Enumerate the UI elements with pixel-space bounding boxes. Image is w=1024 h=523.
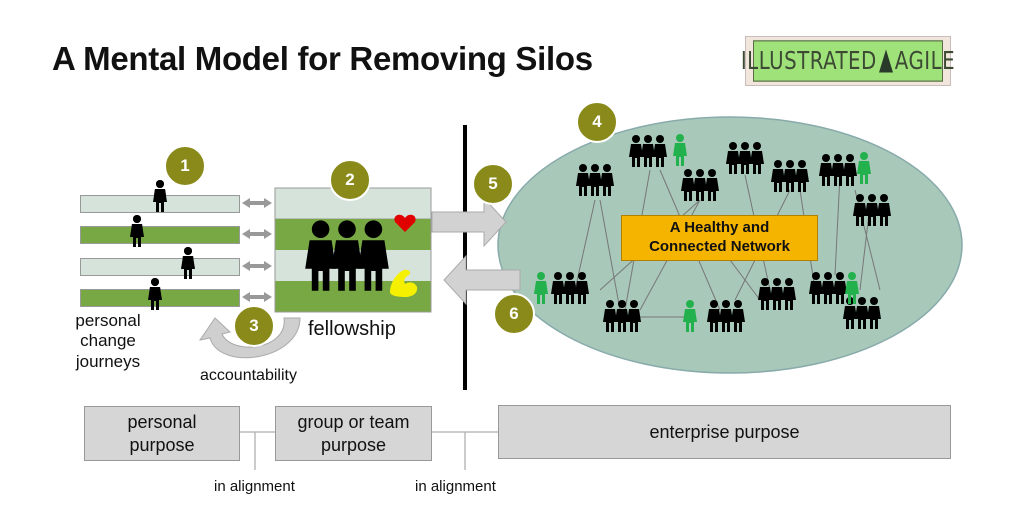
badge-1: 1: [164, 145, 206, 187]
arrow-outward: [431, 196, 507, 248]
tree-icon: [878, 49, 893, 73]
lane-connectors: [242, 198, 272, 302]
journey-lane-4: [80, 289, 240, 307]
journeys-label-line: personal: [75, 311, 141, 330]
badge-3: 3: [233, 305, 275, 347]
alignment-connectors: [240, 431, 500, 470]
journeys-label: personal change journeys: [68, 311, 148, 372]
enterprise-purpose-box: enterprise purpose: [498, 405, 951, 459]
network-label: A Healthy and Connected Network: [621, 215, 818, 261]
journey-lane-1: [80, 195, 240, 213]
box-line: personal: [127, 412, 197, 432]
journey-lane-3: [80, 258, 240, 276]
network-label-line2: Connected Network: [649, 238, 790, 255]
fellowship-label: fellowship: [308, 318, 396, 340]
accountability-arrow: [198, 317, 301, 359]
heart-icon: [394, 214, 416, 232]
illustrated-agile-logo: ILLUSTRATED AGILE: [741, 36, 955, 86]
badge-6: 6: [493, 293, 535, 335]
group-purpose-box: group or team purpose: [275, 406, 432, 461]
personal-purpose-box: personal purpose: [84, 406, 240, 461]
logo-text-left: ILLUSTRATED: [740, 46, 877, 76]
box-line: purpose: [320, 434, 387, 455]
page-title: A Mental Model for Removing Silos: [52, 40, 593, 77]
journey-lane-2: [80, 226, 240, 244]
box-line: group or team: [297, 412, 410, 432]
network-label-line1: A Healthy and: [669, 219, 770, 237]
box-line: purpose: [129, 434, 195, 455]
alignment-label-1: in alignment: [214, 478, 295, 495]
alignment-label-2: in alignment: [415, 478, 496, 495]
badge-2: 2: [329, 159, 371, 201]
badge-4: 4: [576, 101, 618, 143]
journeys-label-line: change: [80, 331, 136, 351]
logo-text-right: AGILE: [894, 46, 956, 76]
journeys-label-line: journeys: [75, 351, 141, 371]
badge-5: 5: [472, 163, 514, 205]
flexed-arm-icon: [390, 269, 418, 297]
accountability-label: accountability: [200, 367, 297, 384]
arrow-inward: [443, 254, 521, 306]
